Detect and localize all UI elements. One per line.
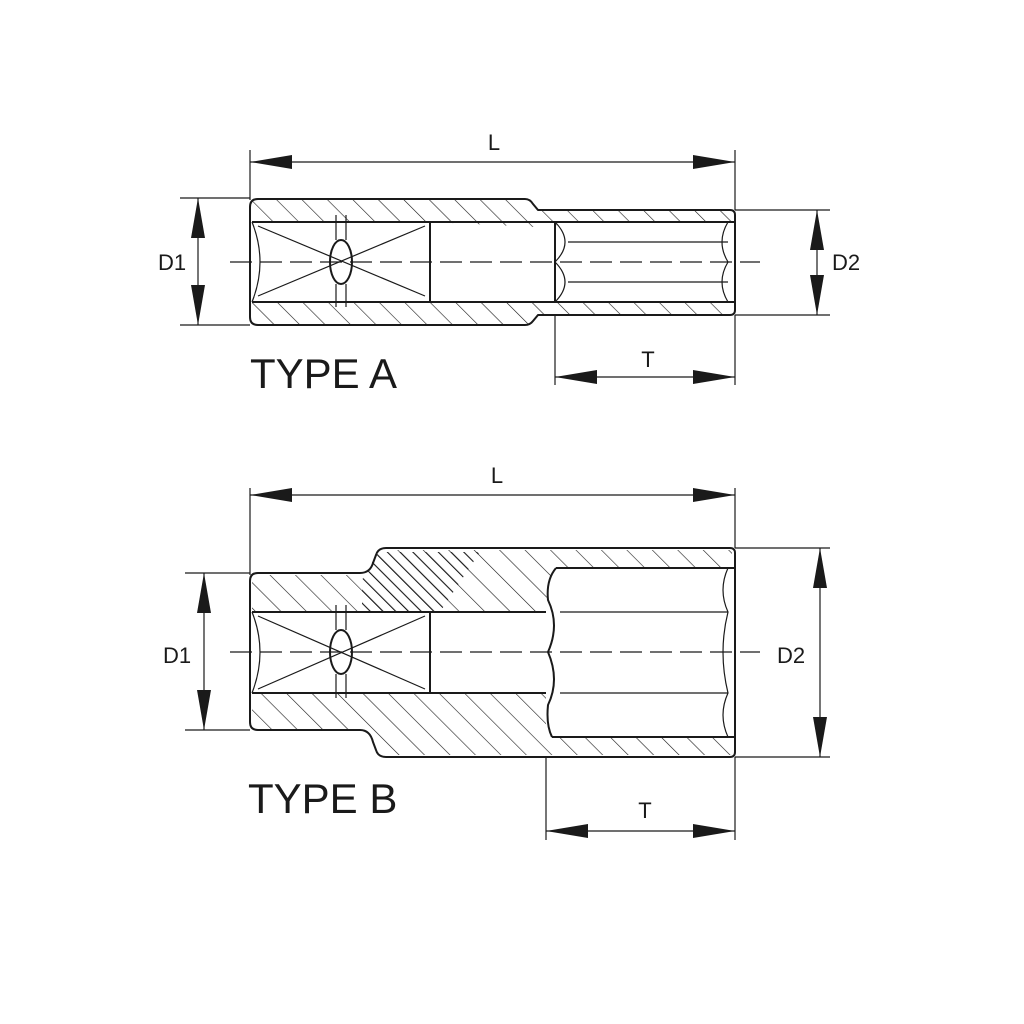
type-b-d1-dimension — [197, 573, 211, 730]
type-a-body-outline — [249, 198, 736, 326]
type-a-body-section-top — [252, 200, 732, 228]
type-a-title: TYPE A — [250, 350, 397, 397]
type-b-label-d1: D1 — [163, 643, 191, 668]
type-b-title: TYPE B — [248, 775, 397, 822]
type-a-label-d2: D2 — [832, 250, 860, 275]
type-b-length-dimension — [250, 488, 735, 502]
type-b-t-dimension — [546, 824, 735, 838]
type-b-body-section-top — [252, 550, 732, 612]
type-b-body-outline — [249, 547, 736, 758]
type-b-drawing: L D1 D2 T TYPE B — [163, 463, 830, 840]
type-b-label-l: L — [491, 463, 503, 488]
type-a-d2-dimension — [810, 210, 824, 315]
type-a-length-dimension — [250, 155, 735, 169]
type-a-d1-dimension — [191, 198, 205, 325]
type-a-label-l: L — [488, 130, 500, 155]
type-a-t-dimension — [555, 370, 735, 384]
type-b-body-section-bottom — [252, 693, 732, 755]
type-a-body-section-bottom — [252, 302, 732, 325]
type-a-label-d1: D1 — [158, 250, 186, 275]
type-a-label-t: T — [641, 347, 654, 372]
type-b-label-t: T — [638, 798, 651, 823]
type-a-drawing: L D1 D2 T TYPE A — [158, 130, 860, 397]
type-b-d2-dimension — [813, 548, 827, 757]
type-b-label-d2: D2 — [777, 643, 805, 668]
type-b-dense-hatch — [362, 552, 480, 612]
